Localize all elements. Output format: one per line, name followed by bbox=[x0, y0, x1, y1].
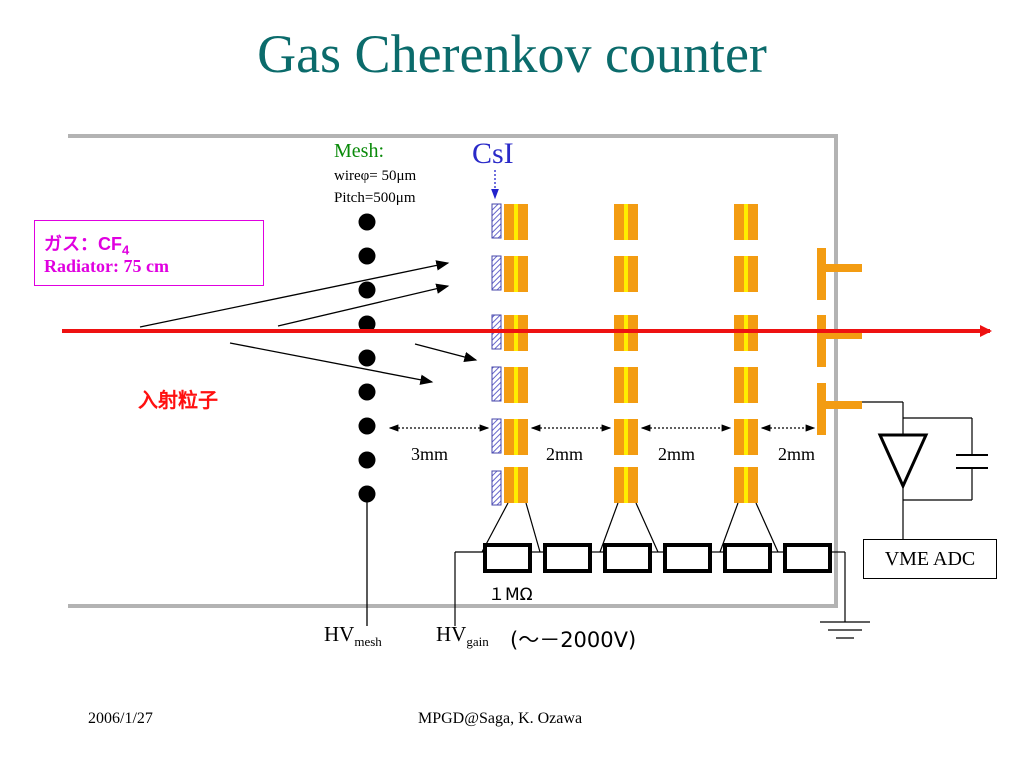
csi-photocathode bbox=[491, 203, 502, 506]
readout-pads bbox=[817, 248, 862, 435]
hv-gain-label: HVgain bbox=[436, 622, 489, 650]
gem-foil-3 bbox=[734, 204, 758, 503]
gem-foil-2 bbox=[614, 204, 638, 503]
resistor-value-label: １MΩ bbox=[488, 585, 533, 605]
incident-particle-label: 入射粒子 bbox=[138, 388, 218, 412]
amplifier-circuit bbox=[862, 401, 988, 539]
cherenkov-photons bbox=[139, 260, 478, 385]
vme-adc-box: VME ADC bbox=[863, 539, 997, 579]
slide-title: Gas Cherenkov counter bbox=[257, 24, 767, 84]
radiator-length-label: Radiator: 75 cm bbox=[44, 256, 169, 276]
gap-label-gem3: 2mm bbox=[778, 444, 816, 464]
gas-type-label: ガス：CF4 bbox=[44, 234, 130, 258]
gap-label-mesh: 3mm bbox=[411, 444, 449, 464]
mesh-pitch-spec: Pitch=500μm bbox=[334, 190, 416, 206]
gap-label-gem1: 2mm bbox=[546, 444, 584, 464]
footer-credit: MPGD@Saga, K. Ozawa bbox=[418, 710, 583, 727]
mesh-wires bbox=[358, 213, 376, 503]
hv-mesh-label: HVmesh bbox=[324, 622, 382, 650]
hv-gain-range: (～－2000V) bbox=[510, 628, 637, 652]
gas-info-box bbox=[34, 220, 264, 286]
mesh-wire-spec: wireφ= 50μm bbox=[334, 168, 417, 184]
gap-label-gem2: 2mm bbox=[658, 444, 696, 464]
gas-subscript: 4 bbox=[122, 242, 130, 258]
footer-date: 2006/1/27 bbox=[88, 710, 153, 727]
csi-label: CsI bbox=[472, 137, 514, 170]
ground-symbol bbox=[820, 621, 870, 639]
mesh-label: Mesh: bbox=[334, 140, 384, 162]
gem-foil-1 bbox=[504, 204, 528, 503]
chamber-outline bbox=[68, 134, 838, 608]
resistor-chain bbox=[454, 502, 846, 626]
